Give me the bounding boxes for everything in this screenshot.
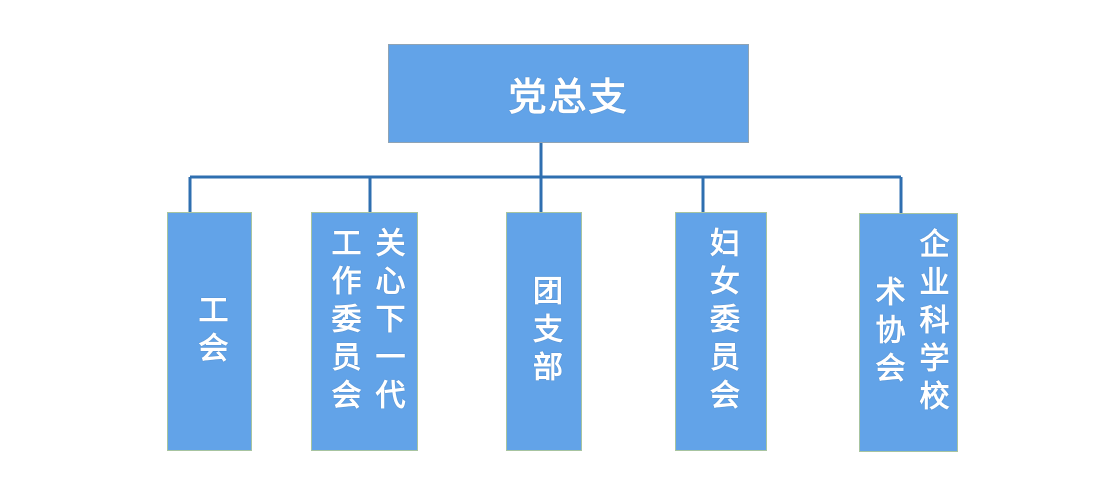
root-node-party-branch: 党总支: [388, 44, 749, 143]
child-node-women: 妇女委员会: [675, 212, 767, 451]
child-label-enterprise-school-col1: 企业科学校: [913, 228, 949, 418]
child-label-youth-care-col2: 工作委员会: [325, 227, 361, 417]
child-node-youth-care: 关心下一代 工作委员会: [311, 212, 418, 451]
child-node-union: 工会: [167, 212, 252, 451]
child-label-women: 妇女委员会: [704, 227, 739, 417]
child-label-enterprise-school-col2: 术协会: [869, 275, 905, 390]
child-node-enterprise-school: 企业科学校 术协会: [859, 213, 958, 452]
child-node-league: 团支部: [506, 212, 582, 451]
child-label-league: 团支部: [527, 274, 562, 389]
root-label: 党总支: [508, 74, 629, 119]
child-label-youth-care-col1: 关心下一代: [369, 227, 405, 417]
child-label-union: 工会: [192, 293, 228, 370]
